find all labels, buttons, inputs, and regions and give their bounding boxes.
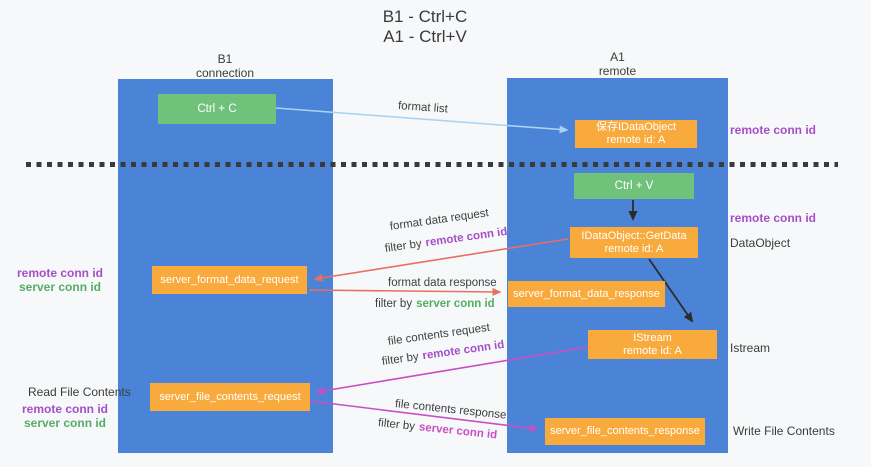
filter-prefix: filter by	[384, 237, 423, 255]
lane-a1-role: remote	[598, 64, 637, 78]
node-save-idataobject: 保存IDataObject remote id: A	[575, 120, 697, 148]
ctrl-c-label: Ctrl + C	[197, 102, 237, 115]
lane-b1-role: connection	[195, 66, 255, 80]
node-ctrl-v: Ctrl + V	[574, 173, 694, 199]
server-file-contents-response-label: server_file_contents_response	[550, 425, 700, 437]
save-idataobject-line1: 保存IDataObject	[595, 121, 677, 133]
node-istream: IStream remote id: A	[588, 330, 717, 359]
title-line-1: B1 - Ctrl+C	[382, 7, 468, 26]
node-server-format-data-request: server_format_data_request	[152, 266, 307, 294]
server-file-contents-request-label: server_file_contents_request	[159, 390, 301, 403]
annot-file-conn-ids: remote conn id server conn id	[20, 402, 110, 430]
ctrl-v-label: Ctrl + V	[614, 179, 654, 192]
node-server-format-data-response: server_format_data_response	[508, 281, 665, 307]
node-idataobject-getdata: IDataObject::GetData remote id: A	[570, 227, 698, 258]
annot-file-remote-conn-id: remote conn id	[21, 402, 108, 416]
diagram-title: B1 - Ctrl+C A1 - Ctrl+V	[0, 7, 850, 47]
filter-prefix: filter by	[381, 350, 420, 368]
arrow-format-data-response	[308, 287, 502, 296]
edge-label-file-contents-response: file contents response	[394, 398, 507, 422]
lane-a1-name: A1	[610, 50, 625, 64]
annot-istream: Istream	[730, 341, 771, 355]
lane-b1-name: B1	[217, 52, 233, 66]
filter-key-server-conn-id: server conn id	[418, 421, 498, 442]
idataobject-getdata-line1: IDataObject::GetData	[581, 229, 687, 242]
istream-line2: remote id: A	[623, 344, 682, 357]
annot-format-remote-conn-id: remote conn id	[16, 266, 103, 280]
title-line-2: A1 - Ctrl+V	[383, 27, 467, 46]
server-format-data-request-label: server_format_data_request	[160, 273, 299, 286]
session-divider-dashed-line	[26, 162, 838, 167]
node-ctrl-c: Ctrl + C	[158, 94, 276, 124]
annot-write-file-contents: Write File Contents	[733, 424, 835, 438]
edge-label-format-list: format list	[397, 100, 449, 116]
annot-dataobject: DataObject	[730, 236, 791, 250]
annot-remote-conn-id-mid: remote conn id	[730, 211, 817, 225]
node-server-file-contents-response: server_file_contents_response	[545, 418, 705, 445]
edge-label-format-data-response: format data response	[388, 277, 497, 289]
filter-key-server-conn-id: server conn id	[416, 298, 495, 310]
server-format-data-response-label: server_format_data_response	[513, 287, 660, 300]
lane-header-a1: A1 remote	[507, 50, 728, 78]
annot-read-file-contents: Read File Contents	[28, 385, 131, 399]
istream-line1: IStream	[633, 331, 672, 344]
annot-remote-conn-id-top: remote conn id	[730, 123, 817, 137]
idataobject-getdata-line2: remote id: A	[604, 242, 664, 255]
filter-prefix: filter by	[377, 417, 416, 433]
lane-header-b1: B1 connection	[118, 52, 332, 80]
filter-key-remote-conn-id: remote conn id	[424, 225, 509, 250]
save-idataobject-line2: remote id: A	[606, 134, 666, 146]
node-server-file-contents-request: server_file_contents_request	[150, 383, 310, 411]
annot-format-server-conn-id: server conn id	[18, 280, 102, 294]
annot-format-conn-ids: remote conn id server conn id	[15, 266, 105, 294]
filter-prefix: filter by	[375, 298, 413, 310]
annot-file-server-conn-id: server conn id	[23, 416, 107, 430]
